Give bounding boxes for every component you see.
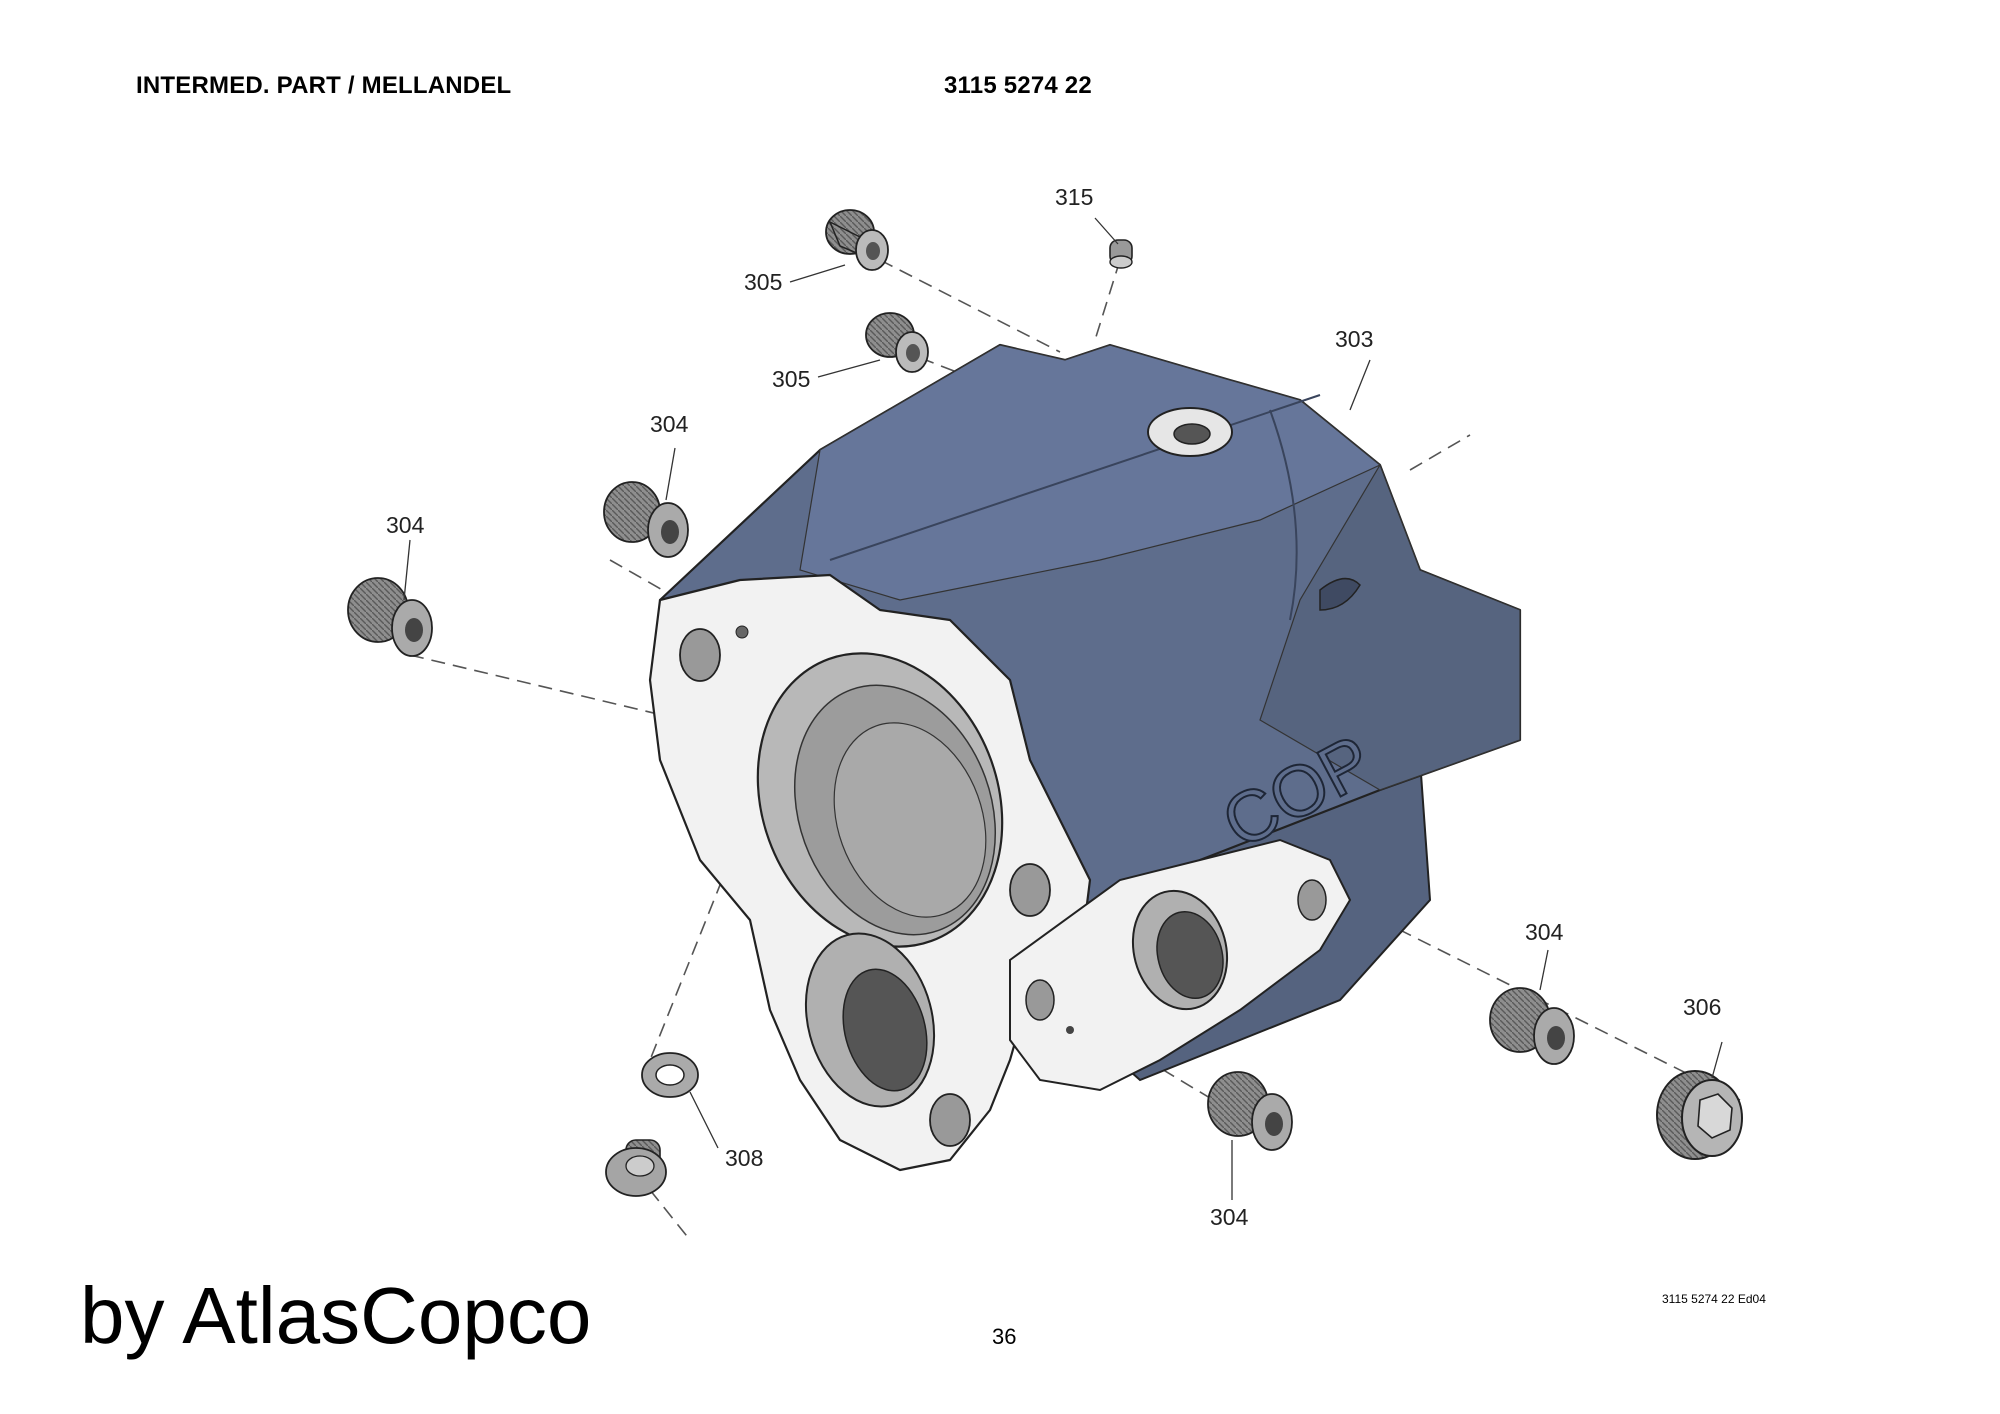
callout-315: 315: [1055, 184, 1093, 210]
callout-305-lower: 305: [772, 366, 810, 392]
page-number: 36: [992, 1324, 1017, 1349]
callout-304-upper: 304: [650, 411, 689, 437]
callout-306: 306: [1683, 994, 1721, 1020]
brand-footer: by AtlasCopco: [80, 1271, 592, 1360]
plug-315: [1109, 239, 1133, 269]
callout-304-right: 304: [1525, 919, 1564, 945]
plug-304-right: [1489, 987, 1575, 1065]
callout-labels: 315 305 305 303 304 304 304 306 308 304: [386, 184, 1721, 1230]
set-screw-305-lower: [865, 312, 929, 373]
callout-304-left: 304: [386, 512, 425, 538]
leader-lines: [403, 217, 1723, 1200]
drain-plug: [605, 1139, 667, 1197]
callout-308: 308: [725, 1145, 763, 1171]
callout-303: 303: [1335, 326, 1373, 352]
hex-plug-306: [1656, 1070, 1743, 1160]
housing-303: COP: [648, 343, 1522, 1172]
plug-304-upper: [603, 481, 689, 558]
washer-308: [641, 1052, 699, 1098]
set-screw-305-upper: [825, 209, 889, 271]
plug-304-bottom: [1207, 1071, 1293, 1151]
callout-304-bottom: 304: [1210, 1204, 1249, 1230]
plug-304-left: [347, 577, 433, 657]
edition-code: 3115 5274 22 Ed04: [1662, 1292, 1766, 1306]
part-number: 3115 5274 22: [944, 72, 1092, 99]
page-title: INTERMED. PART / MELLANDEL: [136, 72, 512, 99]
callout-305-upper: 305: [744, 269, 782, 295]
